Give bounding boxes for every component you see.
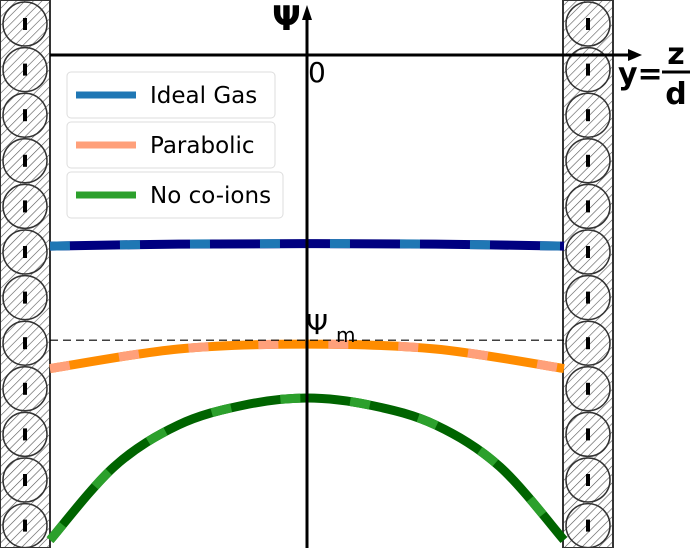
curve-dash-parabolic bbox=[49, 339, 565, 374]
legend-label-ideal-gas: Ideal Gas bbox=[150, 83, 257, 109]
ion-charge-mark bbox=[23, 154, 27, 167]
psi-axis-arrowhead bbox=[302, 5, 312, 20]
ion-circle bbox=[565, 411, 611, 458]
legend: Ideal Gas Parabolic No co-ions bbox=[66, 71, 284, 219]
ion-circle bbox=[565, 366, 611, 412]
ion-circle bbox=[565, 46, 611, 93]
ion-charge-mark bbox=[586, 154, 590, 167]
ion-charge-mark bbox=[23, 382, 27, 395]
ion-charge-mark bbox=[23, 428, 27, 441]
legend-label-no-co-ions: No co-ions bbox=[150, 183, 271, 209]
ion-circle bbox=[2, 1, 48, 47]
ion-circle bbox=[565, 138, 611, 184]
ion-circle bbox=[2, 411, 48, 458]
ion-charge-mark bbox=[586, 246, 590, 258]
ion-circle bbox=[2, 229, 48, 275]
ion-circle bbox=[565, 320, 611, 366]
legend-entry-parabolic: Parabolic bbox=[66, 121, 276, 169]
ion-circle bbox=[565, 274, 611, 321]
legend-entry-no-co-ions: No co-ions bbox=[66, 171, 284, 219]
x-axis-label-num: z bbox=[667, 37, 684, 72]
x-axis-label-lhs: y= bbox=[618, 57, 663, 92]
ion-charge-mark bbox=[586, 63, 590, 76]
left-electrode-wall bbox=[0, 0, 51, 549]
ion-charge-mark bbox=[586, 428, 590, 441]
ion-circle bbox=[2, 320, 48, 366]
ion-charge-mark bbox=[586, 337, 590, 350]
ion-circle bbox=[2, 274, 48, 321]
curve-dash-ideal-gas bbox=[49, 239, 565, 251]
ion-charge-mark bbox=[23, 291, 27, 304]
legend-label-parabolic: Parabolic bbox=[150, 133, 255, 159]
ion-circle bbox=[565, 457, 611, 503]
ion-charge-mark bbox=[586, 474, 590, 486]
ion-circle bbox=[565, 229, 611, 275]
x-axis-label-den: d bbox=[665, 77, 686, 112]
legend-entry-ideal-gas: Ideal Gas bbox=[66, 71, 276, 119]
legend-box bbox=[66, 121, 276, 169]
ion-charge-mark bbox=[586, 291, 590, 304]
ion-charge-mark bbox=[586, 200, 590, 213]
ion-charge-mark bbox=[586, 18, 590, 30]
ion-circle bbox=[565, 1, 611, 47]
x-axis-arrowhead bbox=[628, 49, 642, 61]
ion-charge-mark bbox=[23, 200, 27, 213]
psi-axis-label: Ψ bbox=[272, 0, 301, 39]
ion-charge-mark bbox=[586, 519, 590, 532]
ion-circle bbox=[565, 92, 611, 138]
ion-charge-mark bbox=[586, 382, 590, 395]
curve-dash-no-co-ions bbox=[46, 393, 568, 544]
ion-charge-mark bbox=[23, 63, 27, 76]
ion-charge-mark bbox=[23, 474, 27, 486]
ion-charge-mark bbox=[23, 18, 27, 30]
ion-circle bbox=[2, 46, 48, 93]
ion-charge-mark bbox=[23, 519, 27, 532]
ion-charge-mark bbox=[23, 109, 27, 122]
ion-circle bbox=[2, 183, 48, 230]
legend-box bbox=[66, 71, 276, 119]
ion-circle bbox=[2, 138, 48, 184]
ion-circle bbox=[2, 366, 48, 412]
ion-circle bbox=[565, 183, 611, 230]
psi-m-subscript: m bbox=[336, 323, 355, 347]
ion-charge-mark bbox=[23, 246, 27, 258]
right-electrode-wall bbox=[562, 0, 614, 549]
ion-circle bbox=[2, 92, 48, 138]
ion-charge-mark bbox=[586, 109, 590, 122]
ion-charge-mark bbox=[23, 337, 27, 350]
legend-box bbox=[66, 171, 284, 219]
origin-label: 0 bbox=[308, 56, 326, 89]
ion-circle bbox=[2, 457, 48, 503]
psi-m-label: Ψ bbox=[306, 308, 328, 341]
